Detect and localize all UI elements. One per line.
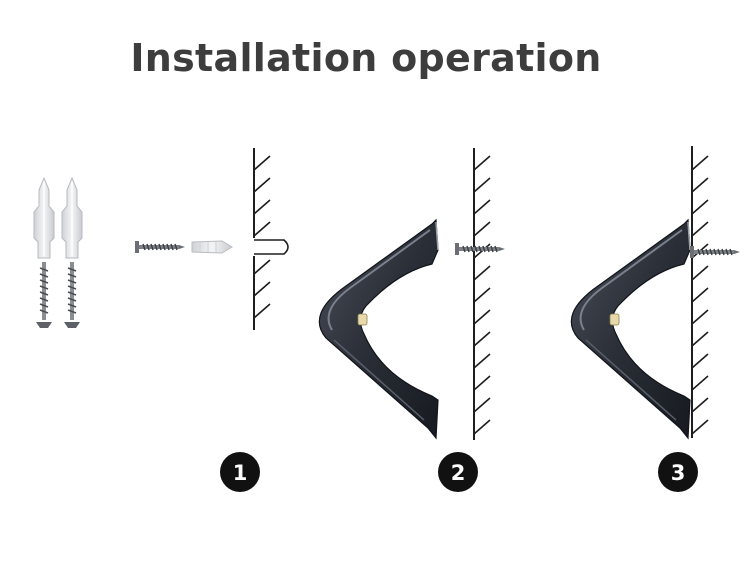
shelf-bracket xyxy=(318,219,439,439)
screw-icon xyxy=(36,262,52,328)
page-title: Installation operation xyxy=(130,36,602,80)
step-1-illustration xyxy=(134,148,289,330)
step-2-illustration xyxy=(318,148,506,440)
step-number: 2 xyxy=(451,461,466,485)
wall xyxy=(253,148,289,330)
wall-anchor-icon xyxy=(61,176,83,259)
step-number: 1 xyxy=(233,461,248,485)
wall-anchor-icon xyxy=(191,240,233,254)
step-3-illustration xyxy=(570,146,741,439)
shelf-bracket xyxy=(570,219,691,439)
parts-group xyxy=(33,176,83,328)
wall xyxy=(691,146,709,438)
step-badge-1: 1 xyxy=(220,452,260,492)
step-badge-2: 2 xyxy=(438,452,478,492)
step-badge-3: 3 xyxy=(658,452,698,492)
screw-icon xyxy=(689,245,741,259)
screw-icon xyxy=(64,262,80,328)
wall-anchor-icon xyxy=(33,176,55,259)
step-number: 3 xyxy=(671,461,686,485)
screw-icon xyxy=(134,240,186,254)
wall xyxy=(473,148,491,440)
